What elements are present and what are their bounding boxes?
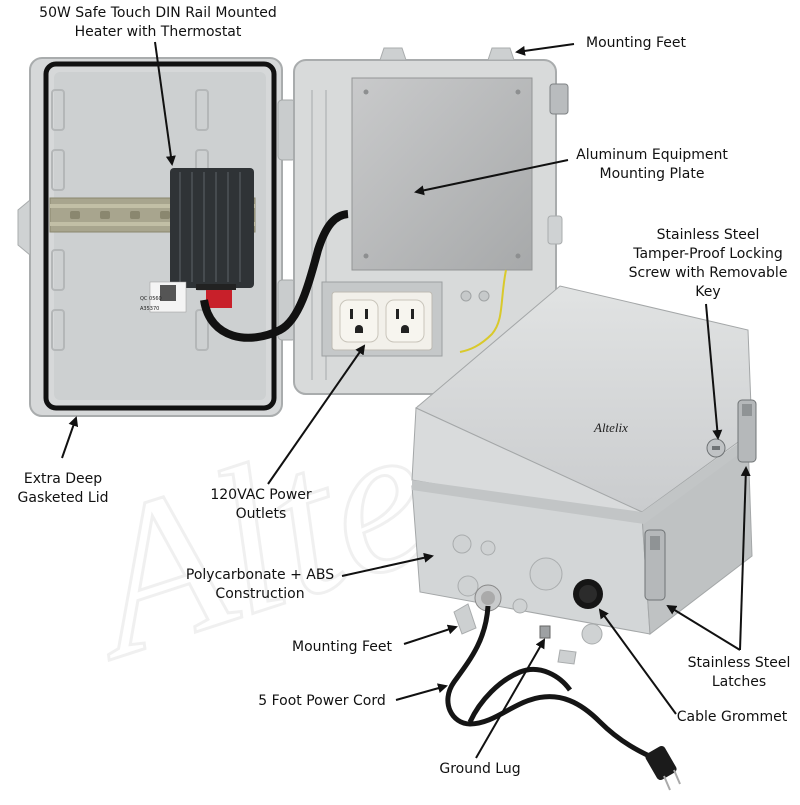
arrow-power-outlets	[267, 344, 366, 485]
mounting-foot	[453, 603, 477, 635]
latch	[644, 529, 666, 601]
callout-arrows	[61, 41, 751, 759]
arrow-latches-1	[666, 604, 741, 651]
power-plug	[645, 745, 681, 791]
locking-screw	[706, 438, 726, 458]
latch	[549, 83, 569, 115]
callout-ground-lug: Ground Lug	[439, 761, 521, 777]
brand-mark: Altelix	[593, 420, 628, 435]
arrow-aluminum-plate	[414, 159, 569, 196]
corrugated-cable	[200, 210, 349, 342]
qc-sticker: QC 0560 A35370	[140, 281, 187, 313]
arrow-locking-screw	[705, 303, 723, 440]
sticker-line2: A35370	[140, 306, 159, 312]
callout-construction: Polycarbonate + ABS Construction	[185, 567, 335, 602]
mounting-foot	[379, 47, 407, 61]
power-outlets	[321, 281, 443, 357]
closed-enclosure: Altelix	[411, 285, 757, 791]
arrow-mounting-feet-bottom	[403, 624, 458, 645]
mounting-foot	[487, 47, 515, 61]
arrow-power-cord	[395, 683, 448, 701]
ground-lug	[539, 625, 551, 639]
arrow-ground-lug	[475, 638, 545, 759]
mounting-foot	[557, 649, 577, 665]
arrow-construction	[341, 552, 434, 577]
latch	[547, 215, 563, 245]
callout-power-outlets: 120VAC Power Outlets	[210, 487, 312, 522]
arrow-mounting-feet-top	[515, 43, 575, 56]
callout-mounting-feet-bottom: Mounting Feet	[292, 639, 392, 655]
callout-latches: Stainless Steel Latches	[687, 655, 791, 690]
arrow-cable-grommet	[598, 608, 677, 715]
callout-power-cord: 5 Foot Power Cord	[258, 693, 386, 709]
arrow-latches-2	[739, 466, 751, 651]
callout-mounting-feet-top: Mounting Feet	[586, 35, 686, 51]
callout-locking-screw: Stainless Steel Tamper-Proof Locking Scr…	[628, 227, 788, 300]
knockouts	[452, 534, 603, 645]
callout-heater: 50W Safe Touch DIN Rail Mounted Heater w…	[39, 5, 277, 40]
open-enclosure: QC 0560 A35370	[17, 47, 569, 417]
arrow-gasketed-lid	[61, 416, 79, 459]
callout-aluminum-plate: Aluminum Equipment Mounting Plate	[576, 147, 728, 182]
arrow-heater	[154, 41, 176, 166]
callout-cable-grommet: Cable Grommet	[676, 709, 788, 725]
din-rail-heater	[170, 168, 254, 308]
latch	[737, 399, 757, 463]
sticker-line1: QC 0560	[140, 296, 162, 302]
lid-gasket	[43, 61, 277, 411]
cord-gland	[474, 584, 502, 612]
cable-grommet	[573, 579, 603, 609]
callout-gasketed-lid: Extra Deep Gasketed Lid	[17, 471, 109, 506]
